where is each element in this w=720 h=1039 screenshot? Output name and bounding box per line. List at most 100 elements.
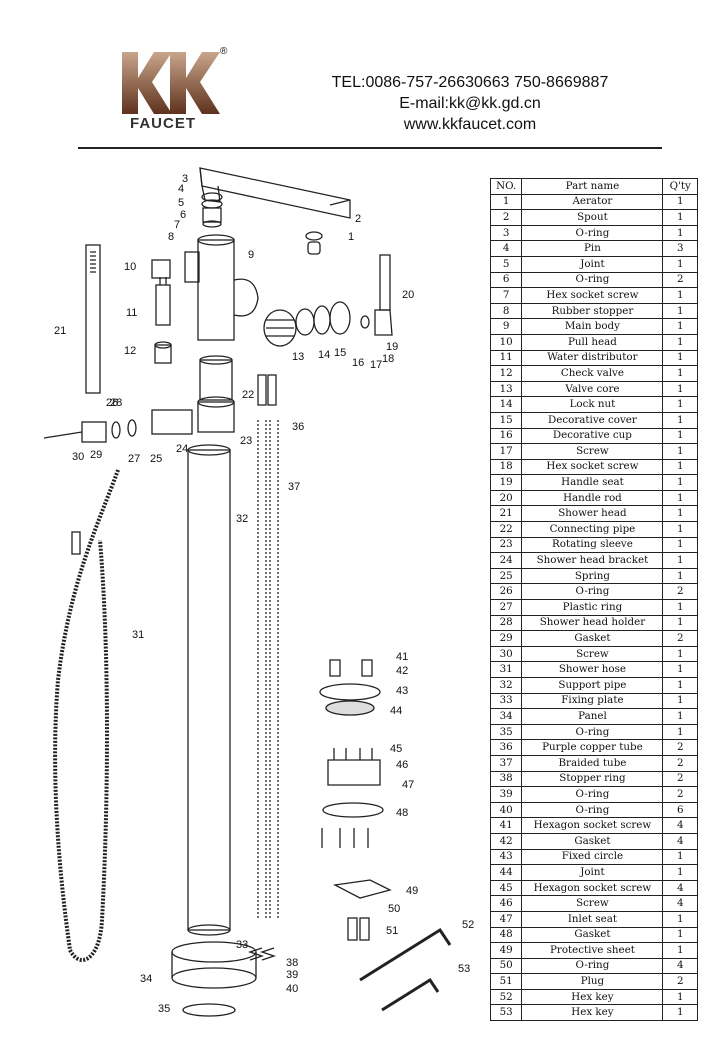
- cell-qty: 2: [662, 786, 698, 803]
- cell-no: 40: [489, 801, 523, 819]
- cell-qty: 1: [662, 552, 698, 569]
- cell-part-name: Screw: [521, 895, 664, 912]
- callout-label: 32: [236, 513, 248, 525]
- cell-no: 35: [489, 723, 523, 741]
- callout-label: 17: [370, 359, 382, 371]
- callout-label: 31: [132, 629, 144, 641]
- cell-no: 10: [489, 333, 523, 351]
- cell-qty: 1: [662, 333, 698, 351]
- cell-qty: 1: [662, 287, 698, 304]
- callout-label: 30: [72, 451, 84, 463]
- col-header-qty: Q'ty: [662, 178, 698, 195]
- cell-no: 37: [489, 754, 523, 772]
- cell-qty: 4: [662, 895, 698, 912]
- main-body-part: [184, 234, 259, 341]
- cell-no: 47: [489, 910, 523, 928]
- callout-label: 39: [286, 969, 298, 981]
- cell-no: 30: [489, 645, 523, 663]
- cell-part-name: Shower head: [521, 505, 664, 523]
- cell-part-name: Support pipe: [521, 677, 664, 694]
- cell-part-name: Main body: [521, 318, 664, 335]
- cell-qty: 1: [662, 942, 698, 959]
- cell-no: 20: [489, 489, 523, 507]
- cell-qty: 1: [662, 614, 698, 632]
- cell-qty: 1: [662, 474, 698, 491]
- cell-qty: 1: [662, 302, 698, 320]
- cell-no: 3: [489, 224, 523, 242]
- cell-no: 15: [489, 411, 523, 429]
- cell-no: 36: [489, 739, 523, 756]
- cell-part-name: Pull head: [521, 333, 664, 351]
- callout-label: 15: [334, 347, 346, 359]
- cell-part-name: Hex socket screw: [521, 458, 664, 476]
- spout-part: [199, 167, 351, 219]
- cell-no: 31: [489, 661, 523, 678]
- cell-qty: 1: [662, 505, 698, 523]
- cell-no: 6: [489, 271, 523, 289]
- callout-label: 18: [382, 353, 394, 365]
- cell-qty: 1: [662, 692, 698, 710]
- cell-no: 48: [489, 926, 523, 944]
- cell-no: 26: [489, 583, 523, 601]
- cell-no: 19: [489, 474, 523, 491]
- contact-tel: TEL:0086-757-26630663 750-8669887: [331, 74, 609, 91]
- callout-label: 4: [178, 183, 184, 195]
- cell-part-name: O-ring: [521, 583, 664, 601]
- callout-label: 25: [150, 453, 162, 465]
- registered-mark: ®: [220, 46, 228, 57]
- contact-web: www.kkfaucet.com: [403, 116, 537, 133]
- callout-label: 19: [386, 341, 398, 353]
- callout-label: 35: [158, 1003, 170, 1015]
- cell-qty: 3: [662, 240, 698, 257]
- cell-qty: 6: [662, 801, 698, 819]
- cell-part-name: Rubber stopper: [521, 302, 664, 320]
- cell-qty: 2: [662, 630, 698, 647]
- cell-qty: 1: [662, 411, 698, 429]
- callout-label: 52: [462, 919, 474, 931]
- kk-logo: [122, 52, 220, 114]
- cell-no: 33: [489, 692, 523, 710]
- cell-part-name: Valve core: [521, 380, 664, 398]
- cell-part-name: Joint: [521, 864, 664, 881]
- cell-qty: 1: [662, 910, 698, 928]
- cell-qty: 2: [662, 271, 698, 289]
- callout-label: 48: [396, 807, 408, 819]
- callout-label: 26: [106, 397, 118, 409]
- callout-label: 3: [182, 173, 188, 185]
- callout-label: 22: [242, 389, 254, 401]
- cell-no: 49: [489, 942, 523, 959]
- cell-part-name: O-ring: [521, 801, 664, 819]
- cell-part-name: Plastic ring: [521, 599, 664, 616]
- cell-no: 53: [489, 1004, 523, 1022]
- callout-label: 9: [248, 249, 254, 261]
- cell-qty: 1: [662, 396, 698, 413]
- callout-label: 27: [128, 453, 140, 465]
- cell-part-name: O-ring: [521, 271, 664, 289]
- callout-label: 2: [355, 213, 361, 225]
- cell-qty: 2: [662, 754, 698, 772]
- cell-part-name: Hexagon socket screw: [521, 879, 664, 897]
- cell-qty: 1: [662, 255, 698, 273]
- callout-label: 38: [286, 957, 298, 969]
- cell-part-name: Rotating sleeve: [521, 536, 664, 554]
- cell-no: 28: [489, 614, 523, 632]
- cell-no: 27: [489, 599, 523, 616]
- callout-label: 42: [396, 665, 408, 677]
- cell-qty: 1: [662, 988, 698, 1006]
- cell-qty: 2: [662, 770, 698, 788]
- cell-no: 29: [489, 630, 523, 647]
